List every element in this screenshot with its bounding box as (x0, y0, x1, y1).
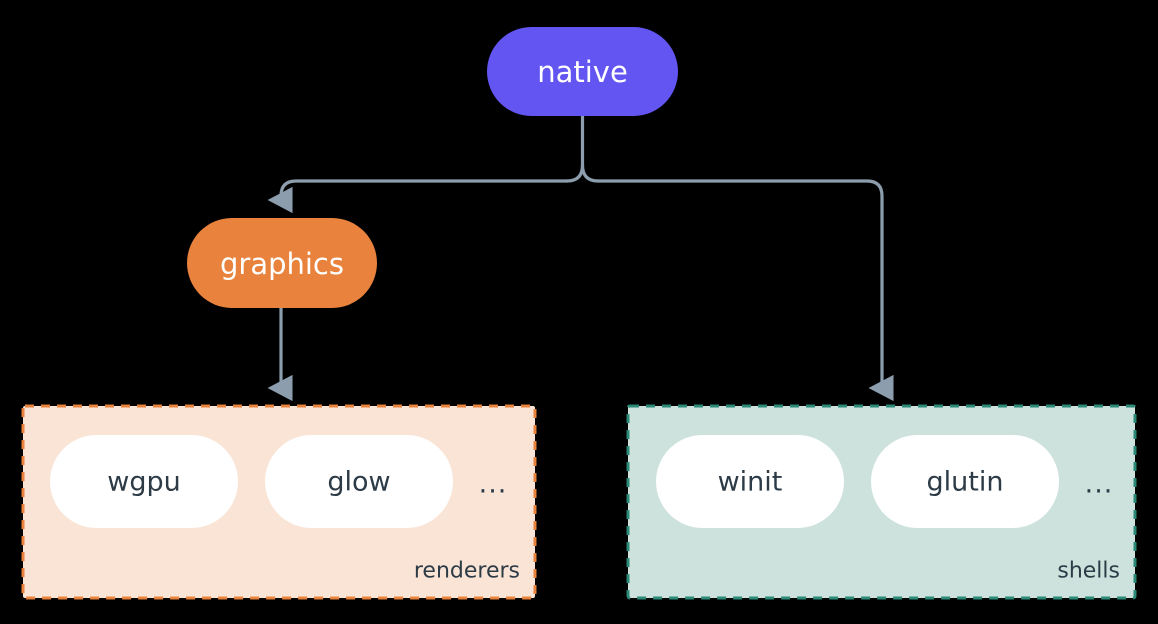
pill-wgpu-label: wgpu (107, 467, 180, 498)
node-native[interactable]: native (487, 27, 678, 116)
renderers-ellipsis: ... (479, 469, 508, 500)
node-graphics-label: graphics (220, 247, 344, 281)
node-graphics[interactable]: graphics (187, 218, 377, 308)
pill-glutin-label: glutin (927, 467, 1004, 498)
list-item[interactable]: glutin (871, 435, 1059, 528)
node-native-shape (487, 27, 678, 116)
node-graphics-shape (187, 218, 377, 308)
edge-native-trunk-left (565, 163, 585, 183)
pill-glutin (871, 435, 1059, 528)
list-item[interactable]: glow (265, 435, 453, 528)
edge-native-to-graphics (267, 179, 569, 214)
edge-native-trunk (580, 114, 600, 183)
list-item[interactable]: winit (656, 435, 844, 528)
node-native-label: native (537, 55, 628, 89)
cluster-shells[interactable]: winit glutin ... shells (626, 404, 1137, 600)
cluster-renderers-label: renderers (414, 559, 520, 584)
pill-winit (656, 435, 844, 528)
pill-winit-label: winit (718, 467, 783, 498)
pill-glow (265, 435, 453, 528)
edge-group (267, 114, 894, 402)
pill-glow-label: glow (327, 467, 390, 498)
list-item[interactable]: wgpu (50, 435, 238, 528)
cluster-shells-label: shells (1057, 559, 1120, 584)
shells-ellipsis: ... (1085, 469, 1114, 500)
edge-native-to-shells (596, 179, 894, 402)
cluster-renderers[interactable]: wgpu glow ... renderers (21, 404, 537, 600)
pill-wgpu (50, 435, 238, 528)
